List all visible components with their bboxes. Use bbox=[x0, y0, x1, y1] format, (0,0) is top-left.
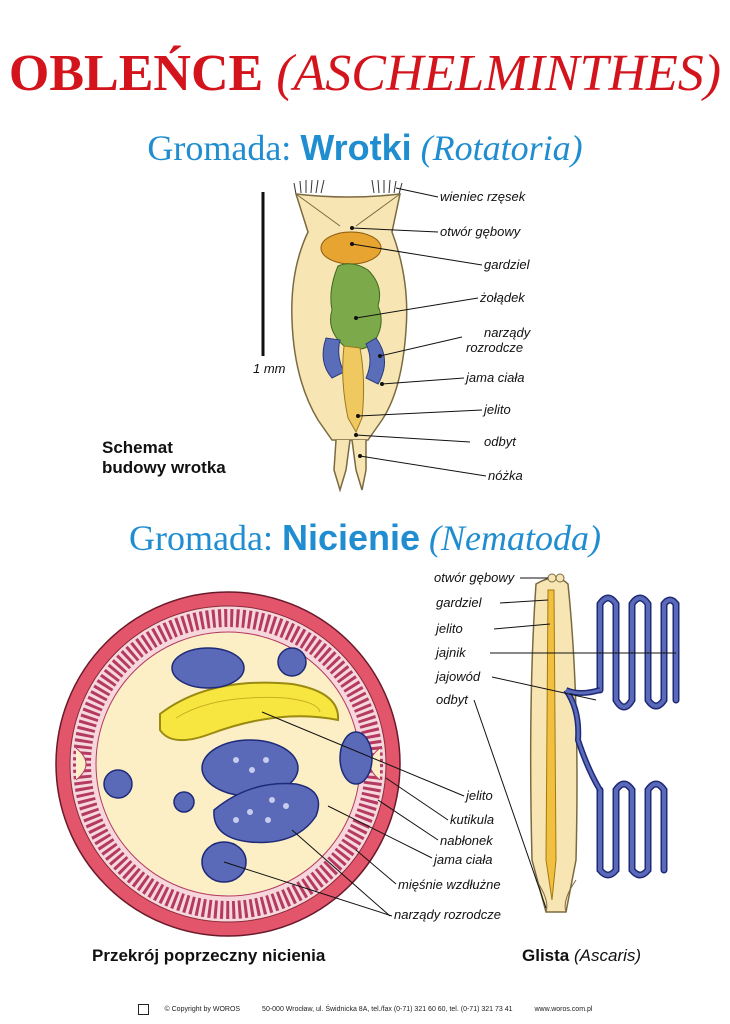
cross-label: narządy rozrodcze bbox=[394, 907, 501, 922]
stomach bbox=[330, 263, 382, 350]
worm-label: gardziel bbox=[436, 595, 482, 610]
rotifer-label: jama ciała bbox=[466, 370, 525, 385]
rotifer-label: jelito bbox=[484, 402, 511, 417]
rotifer-heading: Gromada: Wrotki (Rotatoria) bbox=[0, 127, 730, 168]
worm-label: otwór gębowy bbox=[434, 570, 515, 585]
scale-label: 1 mm bbox=[253, 361, 286, 376]
cross-label: nabłonek bbox=[440, 833, 493, 848]
worm-label: jajowód bbox=[436, 669, 481, 684]
rotifer-label: otwór gębowy bbox=[440, 224, 521, 239]
rotifer-label: gardziel bbox=[484, 257, 530, 272]
rotifer-caption: Schemat budowy wrotka bbox=[102, 438, 226, 479]
worm-caption: Glista (Ascaris) bbox=[522, 946, 641, 966]
cross-section-drawing bbox=[55, 591, 465, 937]
worm-caption-latin: (Ascaris) bbox=[573, 946, 642, 965]
rotifer-heading-name: Wrotki bbox=[300, 127, 412, 168]
rotifer-label: nóżka bbox=[488, 468, 523, 483]
rotifer-caption-line1: Schemat bbox=[102, 438, 173, 457]
page-title: OBLEŃCE (ASCHELMINTHES) bbox=[0, 48, 730, 100]
cilia-crown bbox=[293, 179, 403, 195]
worm-label: jajnik bbox=[436, 645, 466, 660]
cross-label: jama ciała bbox=[434, 852, 493, 867]
footer-website: www.woros.com.pl bbox=[534, 1006, 593, 1014]
footer-address: 50-000 Wrocław, ul. Świdnicka 8A, tel./f… bbox=[262, 1006, 513, 1014]
page-title-latin: (ASCHELMINTHES) bbox=[276, 45, 722, 102]
nematode-heading-prefix: Gromada: bbox=[129, 518, 273, 558]
worm-caption-name: Glista bbox=[522, 946, 570, 965]
worm-label: odbyt bbox=[436, 692, 468, 707]
rotifer-label: narządy bbox=[484, 325, 531, 340]
rotifer-foot bbox=[333, 439, 367, 493]
nematode-heading-latin: (Nematoda) bbox=[429, 518, 601, 558]
cross-intestine bbox=[159, 681, 340, 741]
cross-label: mięśnie wzdłużne bbox=[398, 877, 501, 892]
reproductive-organ-right bbox=[365, 337, 385, 385]
publisher-logo-icon bbox=[137, 1004, 149, 1015]
rotifer-label: wieniec rzęsek bbox=[440, 189, 526, 204]
intestine bbox=[342, 345, 365, 434]
footer-copyright: © Copyright by WOROS bbox=[164, 1006, 241, 1014]
rotifer-heading-latin: (Rotatoria) bbox=[420, 128, 583, 168]
rotifer-label: odbyt bbox=[484, 434, 516, 449]
rotifer-drawing bbox=[261, 179, 487, 493]
footer: © Copyright by WOROS 50-000 Wrocław, ul.… bbox=[0, 1004, 730, 1015]
rotifer-label: żołądek bbox=[480, 290, 525, 305]
ascaris-drawing bbox=[473, 573, 680, 913]
rotifer-caption-line2: budowy wrotka bbox=[102, 458, 226, 478]
page-title-main: OBLEŃCE bbox=[8, 45, 264, 102]
cross-label: kutikula bbox=[450, 812, 495, 827]
rotifer-heading-prefix: Gromada: bbox=[147, 128, 292, 168]
cross-caption: Przekrój poprzeczny nicienia bbox=[92, 946, 326, 965]
rotifer-label: rozrodcze bbox=[466, 340, 524, 355]
worm-intestine bbox=[545, 589, 557, 901]
pharynx bbox=[320, 231, 382, 265]
nematode-heading-name: Nicienie bbox=[281, 517, 421, 558]
nematode-heading: Gromada: Nicienie (Nematoda) bbox=[0, 517, 730, 558]
cross-label: jelito bbox=[466, 788, 493, 803]
worm-label: jelito bbox=[436, 621, 463, 636]
